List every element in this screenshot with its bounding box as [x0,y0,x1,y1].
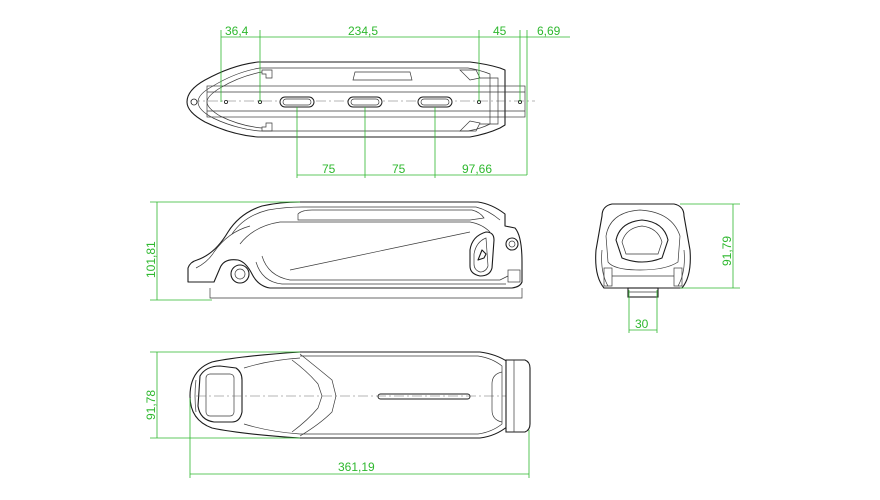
end-view-shell-inner [605,209,681,271]
dim-75-b: 75 [392,162,406,176]
side-view-lower-edge [261,255,509,281]
dim-91-79: 91,79 [720,236,734,266]
dim-36-4: 36,4 [225,24,249,38]
top-view-panel [352,71,413,81]
dim-91-78: 91,78 [144,390,158,420]
bottom-view-inner-outline [300,355,503,435]
bottom-view-end-bracket [491,371,503,423]
side-view-lock [230,264,250,284]
top-view-outline [186,61,506,138]
side-view-diagonal [289,231,471,271]
side-view-dimensions: 101,81 [144,201,300,301]
side-view-cover-panel [297,209,485,221]
end-view-handle-inner [621,225,663,255]
side-view-base-rail [209,288,523,299]
mount-slot-3 [417,96,453,108]
top-view-lock-clip-right-bottom [459,120,481,132]
rail-hole-1 [223,100,228,105]
top-view-inner-contour-2 [206,71,263,129]
bottom-view-end-cap [505,359,531,433]
end-view-side-tab-right [673,267,683,287]
side-view-handle [469,231,495,277]
side-view [187,201,523,299]
top-view [186,61,535,138]
side-view-groove [239,221,491,245]
top-view-screw [190,98,198,106]
side-view-lower-edge-2 [255,261,506,285]
bottom-view-taper-bottom [243,423,301,435]
charge-port-icon [477,249,487,261]
end-view-mount [627,287,659,298]
bottom-view-handle-inner [205,373,235,417]
end-view [595,203,691,298]
top-view-lock-clip-left-bottom [261,122,273,132]
bottom-view-edge [194,379,197,413]
dim-6-69: 6,69 [537,24,561,38]
bottom-view-dimensions: 91,78 361,19 [144,351,530,478]
dim-75-a: 75 [322,162,336,176]
side-view-lock-inner [234,268,246,280]
end-view-side-left [601,249,609,287]
bottom-view-chevron [299,353,337,437]
top-view-connector [480,77,499,125]
mount-slot-2 [347,96,383,108]
top-view-dimensions: 36,4 234,5 45 6,69 75 75 97,66 [220,24,570,178]
dim-101-81: 101,81 [144,241,158,278]
mount-slot-1-inner [282,98,312,106]
bottom-view-slot [377,393,471,400]
side-view-top-surface [231,206,501,235]
end-view-side-tab-left [603,267,613,287]
side-view-connector-base [507,269,521,283]
end-view-dimensions: 91,79 30 [628,203,740,333]
side-view-handle-inner [473,237,489,273]
dim-234-5: 234,5 [348,24,378,38]
dim-45: 45 [493,24,507,38]
bottom-view [189,351,531,439]
mount-slot-3-inner [420,98,450,106]
end-view-handle [615,219,669,263]
bottom-view-taper-top [243,357,301,369]
top-view-lock-clip-right [459,69,481,81]
dim-97-66: 97,66 [462,162,492,176]
mount-slot-2-inner [350,98,380,106]
end-view-side-right [677,249,685,287]
side-view-inner-line [195,225,251,269]
side-view-outline [187,201,523,289]
mount-slot-1 [279,96,315,108]
dim-30: 30 [635,317,649,331]
mounting-rail [206,85,526,118]
side-view-connector [505,237,519,251]
dim-361-19: 361,19 [338,460,375,474]
top-view-lock-clip-left [261,69,273,79]
bottom-view-handle [197,365,243,423]
side-view-connector-inner [508,240,516,248]
